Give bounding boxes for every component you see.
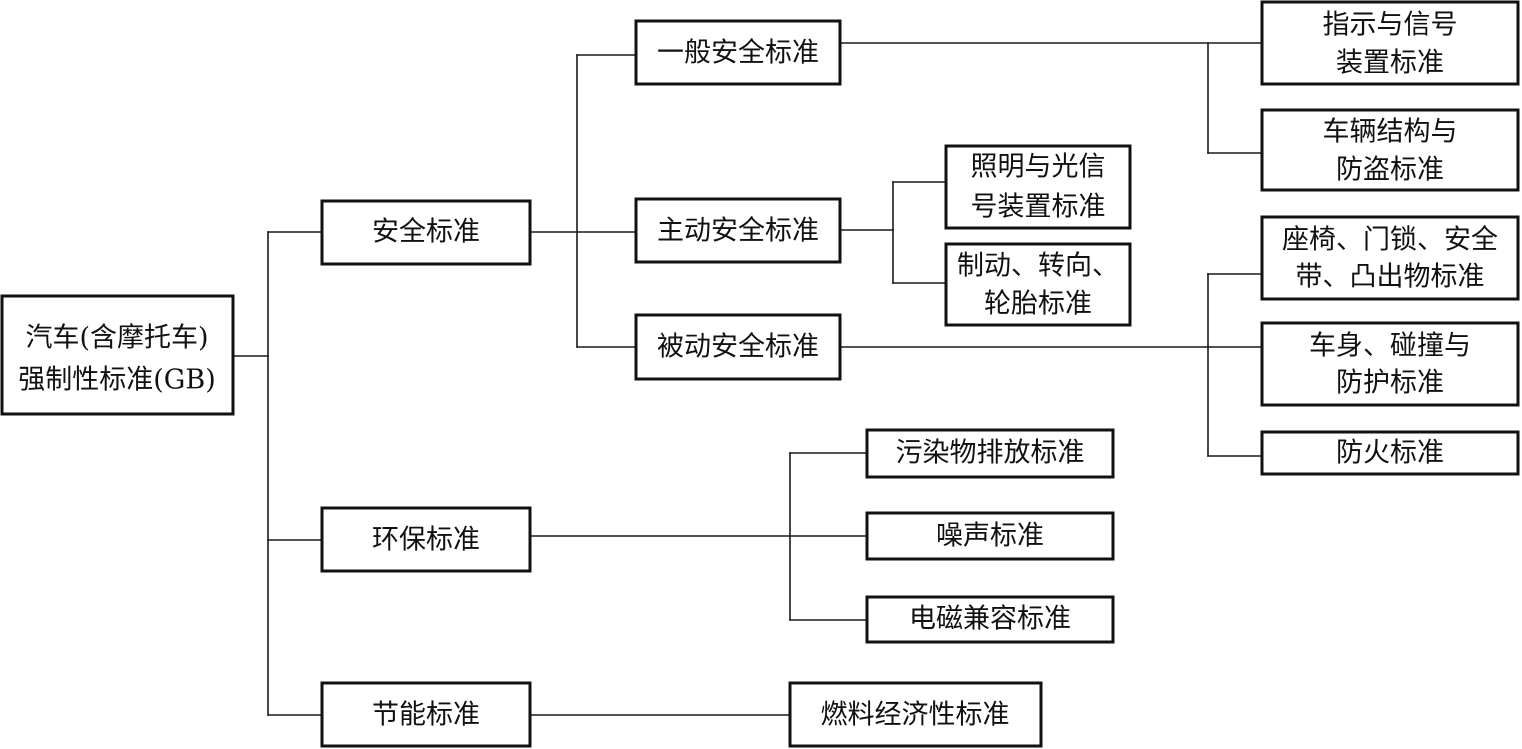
node-label: 节能标准 (372, 700, 480, 731)
node-label: 轮胎标准 (984, 289, 1092, 320)
node-label: 燃料经济性标准 (821, 700, 1010, 731)
node-noise: 噪声标准 (865, 511, 1115, 561)
node-label: 噪声标准 (936, 521, 1044, 552)
node-label: 防火标准 (1336, 438, 1444, 469)
node-label: 装置标准 (1336, 48, 1444, 79)
node-indicator: 指示与信号 装置标准 (1260, 0, 1520, 86)
node-safety: 安全标准 (320, 199, 532, 266)
node-root: 汽车(含摩托车) 强制性标准(GB) (0, 294, 235, 416)
node-pollutant: 污染物排放标准 (865, 428, 1115, 479)
node-general-safety: 一般安全标准 (634, 19, 842, 86)
node-label: 被动安全标准 (657, 332, 819, 363)
node-braking: 制动、转向、 轮胎标准 (944, 242, 1132, 327)
node-seat: 座椅、门锁、安全 带、凸出物标准 (1260, 215, 1520, 301)
node-label: 车辆结构与 (1323, 117, 1458, 148)
node-label: 指示与信号 (1323, 10, 1458, 41)
node-label: 防护标准 (1336, 368, 1444, 399)
node-label: 强制性标准(GB) (18, 365, 215, 396)
node-label: 防盗标准 (1336, 155, 1444, 186)
node-energy: 节能标准 (320, 681, 532, 748)
node-structure: 车辆结构与 防盗标准 (1260, 108, 1520, 192)
node-label: 照明与光信 (971, 152, 1106, 183)
node-label: 号装置标准 (971, 192, 1106, 223)
node-emc: 电磁兼容标准 (865, 595, 1115, 644)
node-environment: 环保标准 (320, 506, 532, 573)
node-label: 车身、碰撞与 (1309, 331, 1471, 362)
node-label: 污染物排放标准 (896, 438, 1085, 469)
node-fuel-economy: 燃料经济性标准 (788, 681, 1043, 748)
node-label: 主动安全标准 (657, 216, 819, 247)
node-label: 汽车(含摩托车) (25, 323, 208, 354)
node-label: 电磁兼容标准 (909, 604, 1071, 635)
connectors (232, 42, 1263, 716)
node-fire: 防火标准 (1260, 430, 1520, 476)
node-lighting: 照明与光信 号装置标准 (944, 144, 1132, 230)
node-label: 制动、转向、 (957, 251, 1119, 282)
node-label: 环保标准 (372, 525, 480, 556)
node-active-safety: 主动安全标准 (634, 197, 842, 264)
node-body: 车身、碰撞与 防护标准 (1260, 321, 1520, 407)
node-label: 带、凸出物标准 (1296, 262, 1485, 293)
node-passive-safety: 被动安全标准 (634, 313, 842, 381)
node-label: 安全标准 (372, 217, 480, 248)
node-label: 座椅、门锁、安全 (1282, 225, 1498, 256)
node-label: 一般安全标准 (657, 38, 819, 69)
